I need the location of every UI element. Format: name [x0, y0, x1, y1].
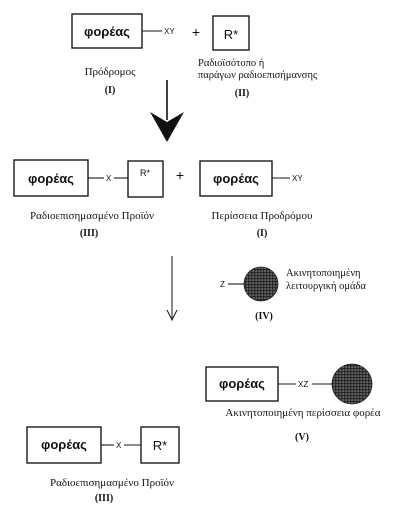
reaction-arrow-2 — [166, 256, 178, 322]
immobilized-caption-line2: λειτουργική ομάδα — [286, 281, 366, 292]
carrier-label: φορέας — [213, 171, 259, 186]
isotope-caption-line1: Ραδιοϊσότοπο ή — [198, 58, 264, 69]
resin-bead — [331, 363, 373, 405]
isotope-caption-line2: παράγων ραδιοεπισήμανσης — [198, 70, 318, 81]
resin-bead — [243, 266, 279, 302]
excess-caption: Περίσσεια Προδρόμου — [212, 210, 313, 222]
isotope-number: (II) — [235, 88, 249, 99]
radiolabel-label: R* — [153, 438, 167, 453]
group-x: X — [106, 174, 112, 183]
product-caption: Ραδιοεπισημασμένο Προϊόν — [30, 210, 154, 222]
reaction-arrow-1 — [150, 80, 184, 142]
carrier-label: φορέας — [84, 24, 130, 39]
carrier-box — [205, 366, 279, 402]
labeled-product-III: φορέας X R* — [13, 159, 164, 198]
carrier-box — [13, 159, 89, 197]
final-product-caption: Ραδιοεπισημασμένο Προϊόν — [50, 477, 174, 489]
radiolabel-box — [127, 160, 164, 198]
group-xz: XZ — [298, 380, 308, 389]
product-number: (III) — [80, 228, 98, 239]
carrier-label: φορέας — [219, 376, 265, 391]
immobilized-group-IV: Z — [220, 266, 279, 302]
precursor-caption: Πρόδρομος — [85, 66, 137, 78]
precursor-number: (I) — [105, 85, 116, 96]
radiolabel-box — [212, 15, 250, 51]
final-product-III: φορέας X R* — [26, 426, 180, 464]
immobilized-number: (IV) — [255, 311, 273, 322]
radiolabel-box — [140, 426, 180, 464]
plus-sign-1: + — [192, 24, 200, 40]
group-xy: XY — [164, 27, 175, 36]
carrier-box — [26, 426, 102, 464]
carrier-label: φορέας — [28, 171, 74, 186]
carrier-box — [199, 160, 273, 197]
immobilized-caption-line1: Ακινητοποιημένη — [286, 268, 361, 279]
excess-number: (I) — [257, 228, 268, 239]
isotope-II: R* — [212, 15, 250, 51]
excess-precursor-I: φορέας XY — [199, 160, 303, 197]
carrier-box — [71, 13, 143, 49]
radiolabel-label: R* — [224, 27, 238, 42]
radiolabel-label: R* — [140, 168, 150, 178]
group-x: X — [116, 441, 122, 450]
final-product-number: (III) — [95, 493, 113, 504]
immobilized-excess-caption: Ακινητοποιημένη περίσσεια φορέα — [225, 407, 380, 419]
immobilized-excess-V: φορέας XZ — [205, 363, 373, 405]
precursor-I-top: φορέας XY — [71, 13, 175, 49]
plus-sign-2: + — [176, 167, 184, 183]
group-z: Z — [220, 280, 225, 289]
group-xy: XY — [292, 174, 303, 183]
immobilized-excess-number: (V) — [295, 432, 309, 443]
carrier-label: φορέας — [41, 437, 87, 452]
